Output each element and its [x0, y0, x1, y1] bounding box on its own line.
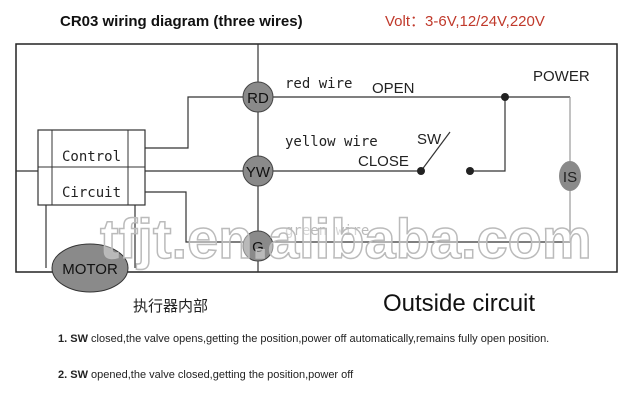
yellow-wire-label: yellow wire	[285, 134, 378, 150]
motor-ellipse	[51, 243, 129, 293]
watermark: tfjt.en.alibaba.com	[100, 207, 592, 270]
switch-contact-dot	[466, 167, 474, 175]
terminal-g	[242, 230, 274, 262]
terminal-is-label: IS	[563, 169, 577, 186]
terminal-yw	[242, 155, 274, 187]
green-wire-line	[145, 191, 570, 243]
note-2: 2. SW opened,the valve closed,getting th…	[58, 369, 353, 381]
motor-label: MOTOR	[62, 261, 118, 278]
red-wire-line	[145, 96, 570, 149]
outside-circuit-label: Outside circuit	[383, 290, 535, 317]
note-number: 2.	[58, 369, 68, 381]
control-label: Control	[62, 149, 121, 165]
switch-contact-dot	[417, 167, 425, 175]
terminal-is	[559, 161, 581, 191]
note-sw: SW	[70, 333, 88, 345]
terminal-g-label: G	[252, 239, 264, 256]
open-label: OPEN	[372, 80, 415, 97]
switch-blade	[420, 131, 451, 172]
diagram-frame	[15, 43, 618, 273]
power-jumper-line	[470, 97, 506, 172]
note-sw: SW	[70, 369, 88, 381]
note-number: 1.	[58, 333, 68, 345]
note-text: closed,the valve opens,getting the posit…	[87, 333, 550, 345]
terminal-rd	[242, 81, 274, 113]
circuit-label: Circuit	[62, 185, 121, 201]
close-label: CLOSE	[358, 153, 409, 170]
green-wire-label: green wire	[285, 223, 369, 239]
diagram-title: CR03 wiring diagram (three wires)	[60, 13, 303, 30]
volt-label: Volt：3-6V,12/24V,220V	[385, 13, 545, 30]
inside-label: 执行器内部	[133, 298, 208, 315]
note-1: 1. SW closed,the valve opens,getting the…	[58, 331, 578, 348]
terminal-yw-label: YW	[246, 164, 271, 181]
note-text: opened,the valve closed,getting the posi…	[87, 369, 354, 381]
red-wire-label: red wire	[285, 76, 352, 92]
power-label: POWER	[533, 68, 590, 85]
sw-label: SW	[417, 131, 442, 148]
junction-dot	[501, 93, 509, 101]
terminal-rd-label: RD	[247, 90, 269, 107]
